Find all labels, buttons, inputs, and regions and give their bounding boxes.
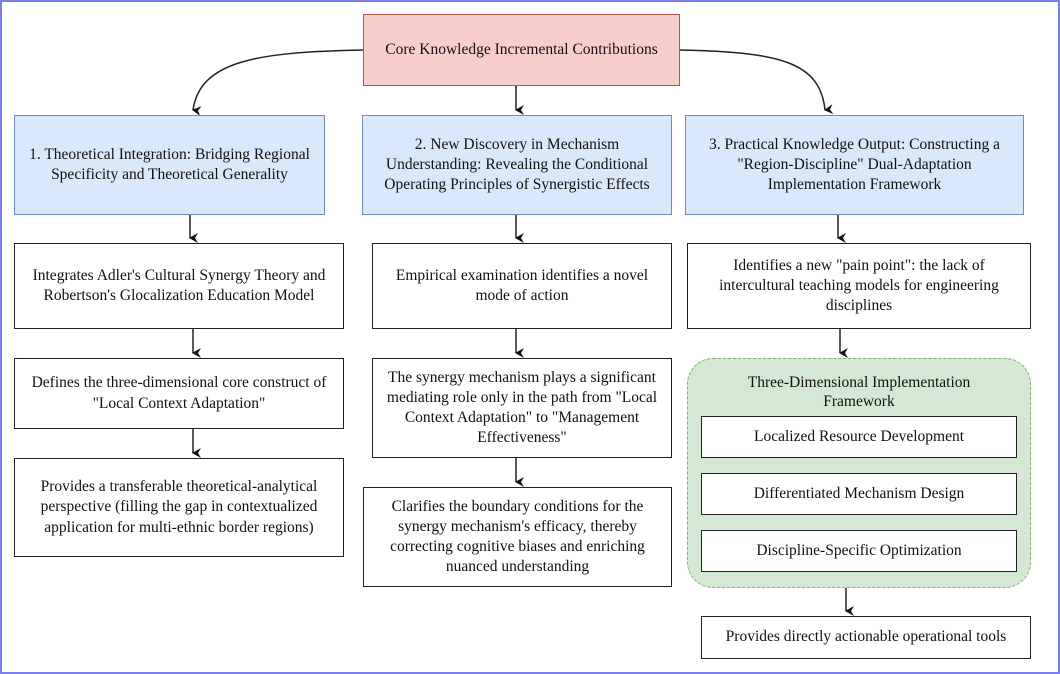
branch-3-header: 3. Practical Knowledge Output: Construct… xyxy=(685,115,1024,215)
branch-3-step-1: Identifies a new "pain point": the lack … xyxy=(687,243,1031,329)
framework-item-3: Discipline-Specific Optimization xyxy=(701,530,1017,572)
branch-3-outcome: Provides directly actionable operational… xyxy=(701,616,1031,659)
branch-2-label: 2. New Discovery in Mechanism Understand… xyxy=(384,135,650,194)
framework-title: Three-Dimensional Implementation Framewo… xyxy=(747,374,971,411)
branch-1-step-1: Integrates Adler's Cultural Synergy Theo… xyxy=(14,243,344,329)
framework-item-text: Localized Resource Development xyxy=(753,427,965,445)
framework-item-text: Differentiated Mechanism Design xyxy=(753,484,965,502)
framework-item-text: Discipline-Specific Optimization xyxy=(756,541,962,559)
step-text: Clarifies the boundary conditions for th… xyxy=(390,497,645,576)
step-text: Provides a transferable theoretical-anal… xyxy=(40,478,318,536)
branch-2-step-3: Clarifies the boundary conditions for th… xyxy=(363,487,672,587)
branch-3-label: 3. Practical Knowledge Output: Construct… xyxy=(709,135,1000,194)
step-text: The synergy mechanism plays a significan… xyxy=(386,368,658,447)
branch-2-step-1: Empirical examination identifies a novel… xyxy=(372,243,672,329)
step-text: Defines the three-dimensional core const… xyxy=(31,374,327,412)
branch-2-header: 2. New Discovery in Mechanism Understand… xyxy=(362,115,672,215)
branch-1-step-3: Provides a transferable theoretical-anal… xyxy=(14,458,344,557)
branch-1-header: 1. Theoretical Integration: Bridging Reg… xyxy=(14,115,325,215)
step-text: Empirical examination identifies a novel… xyxy=(395,266,649,304)
outcome-text: Provides directly actionable operational… xyxy=(725,628,1007,646)
framework-item-1: Localized Resource Development xyxy=(701,416,1017,458)
framework-item-2: Differentiated Mechanism Design xyxy=(701,473,1017,515)
branch-1-step-2: Defines the three-dimensional core const… xyxy=(14,358,344,429)
branch-2-step-2: The synergy mechanism plays a significan… xyxy=(372,358,672,458)
step-text: Integrates Adler's Cultural Synergy Theo… xyxy=(32,266,326,304)
step-text: Identifies a new "pain point": the lack … xyxy=(719,256,999,315)
root-label: Core Knowledge Incremental Contributions xyxy=(385,40,658,58)
root-node: Core Knowledge Incremental Contributions xyxy=(363,14,680,86)
branch-1-label: 1. Theoretical Integration: Bridging Reg… xyxy=(29,145,310,183)
